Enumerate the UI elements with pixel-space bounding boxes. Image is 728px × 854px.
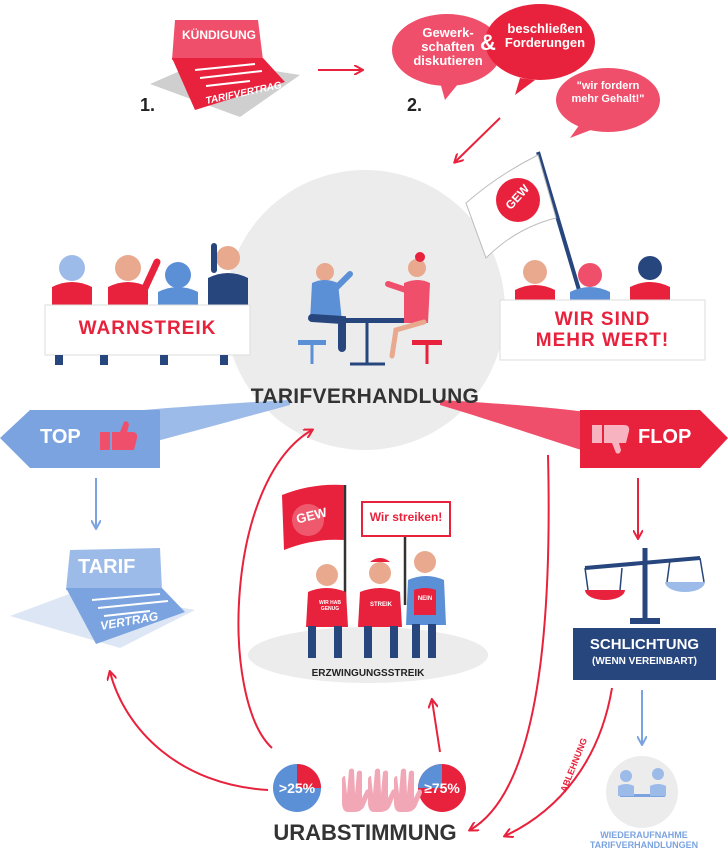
vest-text-3: NEIN (417, 596, 433, 602)
arrow-step2-to-negotiation (455, 117, 501, 162)
bubble-beschliessen: beschließen Forderungen (504, 21, 586, 50)
flop-arrow-head (580, 410, 728, 468)
arrow-urabstimmung-to-negotiation (237, 430, 312, 749)
wiederaufnahme-illustration (606, 756, 678, 828)
warnstreik-group-illustration (44, 243, 251, 365)
arrow-flop-to-urabstimmung (470, 454, 550, 830)
flop-arrow-tail (440, 400, 620, 460)
schlichtung-box (573, 628, 716, 680)
tarif-label: TARIF (78, 556, 136, 578)
thumbs-down-icon (592, 425, 630, 454)
top-arrow-head (0, 410, 160, 468)
bubble-wir-fordern: "wir fordern mehr Gehalt!" (571, 80, 645, 105)
top-label: TOP (40, 426, 81, 448)
speech-bubbles (392, 4, 660, 138)
step1-number: 1. (140, 95, 156, 115)
thumbs-up-icon (100, 421, 138, 450)
vest-text-2: STREIK (369, 602, 392, 608)
raised-hands-icon (342, 768, 422, 812)
wir-streiken-sign: Wir streiken! (369, 510, 443, 524)
warnstreik-banner: WARNSTREIK (78, 318, 217, 339)
wir-sind-mehr-wert-banner: WIR SIND MEHR WERT! (535, 309, 670, 351)
ampersand: & (480, 30, 496, 55)
pie-right-75 (418, 764, 466, 812)
step2-number: 2. (407, 95, 423, 115)
pie-left-25 (273, 764, 321, 812)
kuendigung-label: KÜNDIGUNG (182, 28, 256, 42)
tarifvertrag-document-illustration (10, 548, 195, 648)
tarifverhandlung-title: TARIFVERHANDLUNG (250, 385, 480, 408)
kuendigung-document-illustration (150, 20, 300, 117)
schlichtung-title: SCHLICHTUNG (589, 636, 700, 653)
vote-left-pct: >25% (278, 780, 316, 796)
strike-group-illustration (282, 484, 451, 658)
erzwingungsstreik-caption: ERZWINGUNGSSTREIK (311, 668, 425, 679)
wiederaufnahme-label: WIEDERAUFNAHME TARIFVERHANDLUNGEN (589, 830, 699, 850)
wir-sind-mehr-wert-group-illustration (465, 151, 706, 361)
arrow-urabstimmung-to-tarif (110, 672, 269, 791)
vote-right-pct: ≥75% (424, 780, 460, 796)
bubble-diskutieren: Gewerk- schaften diskutieren (413, 25, 483, 68)
urabstimmung-title: URABSTIMMUNG (273, 820, 457, 845)
vest-text-1: WIR HAB GENUG (319, 600, 341, 612)
negotiation-people-illustration (298, 252, 442, 366)
schlichtung-subtitle: (WENN VEREINBART) (592, 656, 697, 667)
arrow-ablehnung-to-urabstimmung (505, 687, 613, 836)
arrow-urabstimmung-to-strike (432, 700, 441, 753)
negotiation-circle (225, 170, 505, 450)
flop-label: FLOP (638, 426, 692, 448)
scales-icon (584, 548, 705, 624)
